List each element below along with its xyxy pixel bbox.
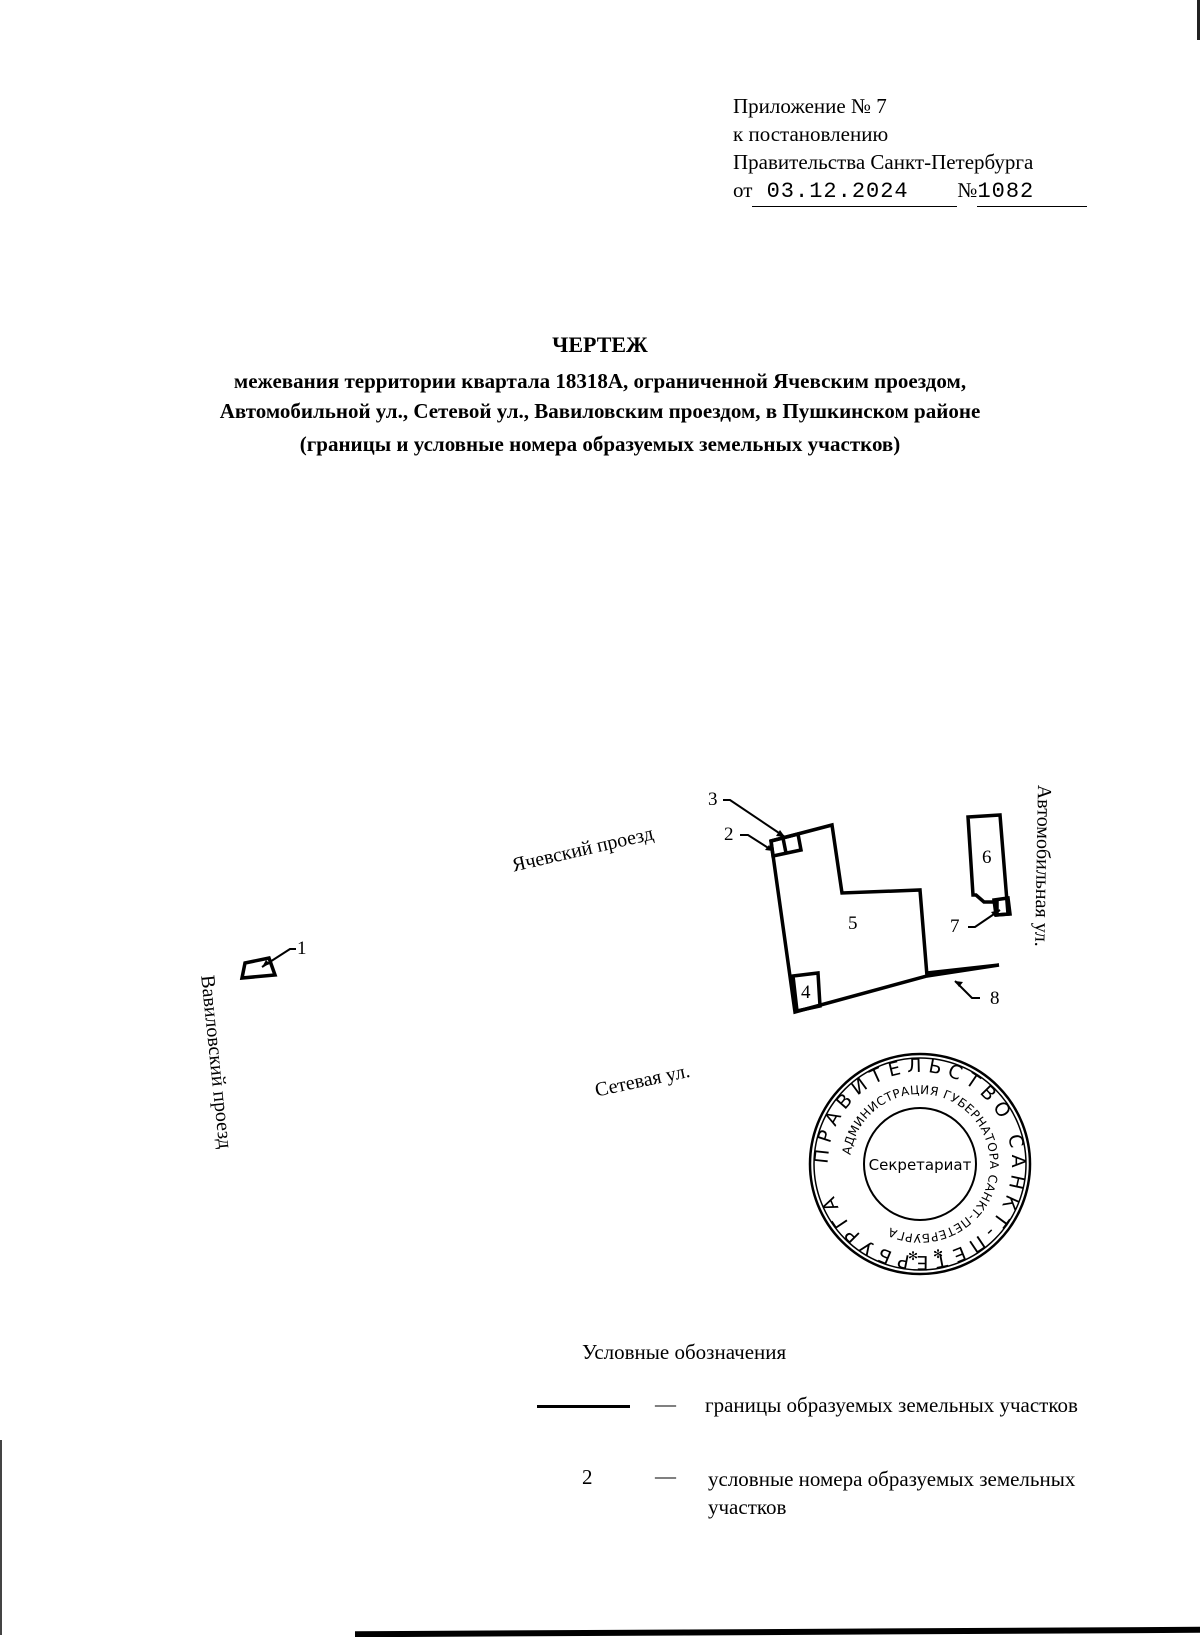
plot-label-8: 8 [990, 988, 1000, 1009]
legend-text-numbers-line1: условные номера образуемых земельных [708, 1467, 1076, 1491]
legend-title: Условные обозначения [582, 1340, 787, 1364]
stamp-star-icon: ✻ [933, 1247, 943, 1261]
plot-1-boundary [239, 955, 278, 980]
plot-1-leader [261, 948, 296, 968]
drawing-subtitle: межевания территории квартала 18318А, ог… [0, 366, 1200, 426]
government-name: Правительства Санкт-Петербурга [733, 150, 1034, 174]
scan-edge-left [0, 1440, 2, 1635]
date-prefix: от [733, 178, 753, 202]
street-label-avtomobilnaya: Автомобильная ул. [1030, 784, 1055, 947]
legend-dash-2: — [655, 1464, 676, 1488]
legend-text-boundaries: границы образуемых земельных участков [705, 1393, 1078, 1417]
date-number-line: от 03.12.2024 №1082 [733, 176, 1088, 207]
subtitle-line-1: межевания территории квартала 18318А, ог… [233, 369, 967, 393]
plot-label-6: 6 [982, 847, 992, 868]
appendix-header: Приложение № 7 к постановлению Правитель… [733, 92, 1088, 207]
resolution-date: 03.12.2024 [766, 179, 909, 204]
plot-8-boundary [926, 963, 1000, 978]
drawing-title: ЧЕРТЕЖ [552, 332, 648, 357]
plot-label-2: 2 [724, 824, 734, 845]
legend-line-symbol [537, 1405, 630, 1408]
official-stamp: ПРАВИТЕЛЬСТВО САНКТ-ПЕТЕРБУРГА АДМИНИСТР… [808, 1052, 1032, 1276]
drawing-caption: (границы и условные номера образуемых зе… [299, 432, 901, 456]
stamp-star-icon: ✻ [908, 1249, 918, 1263]
plot-2-leader [740, 834, 774, 852]
plot-7-boundary [992, 896, 1012, 917]
subtitle-line-2: Автомобильной ул., Сетевой ул., Вавиловс… [219, 399, 981, 423]
plot-4-boundary [791, 971, 822, 1014]
plot-6-boundary [966, 813, 1010, 917]
plot-label-5: 5 [848, 913, 858, 934]
plot-8-leader [954, 980, 980, 999]
plot-label-3: 3 [708, 789, 718, 810]
legend-number-symbol: 2 [582, 1465, 593, 1489]
plot-5-boundary [769, 822, 929, 1015]
plot-7-leader [968, 909, 1001, 928]
legend-text-numbers: условные номера образуемых земельных уча… [708, 1465, 1075, 1521]
scan-edge-right [1197, 0, 1200, 40]
resolution-number: 1082 [977, 179, 1035, 204]
appendix-number: Приложение № 7 [733, 94, 887, 118]
stamp-center-text: Секретариат [869, 1156, 972, 1174]
plot-label-7: 7 [950, 916, 960, 937]
resolution-date-field: 03.12.2024 [752, 178, 958, 207]
plot-3-leader [723, 799, 786, 838]
plot-label-1: 1 [297, 938, 307, 959]
number-prefix: № [957, 178, 978, 202]
plot-2-3-divider [781, 837, 788, 854]
to-resolution: к постановлению [733, 122, 889, 146]
resolution-number-field: 1082 [977, 178, 1088, 207]
legend-dash-1: — [655, 1392, 676, 1416]
legend-text-numbers-line2: участков [708, 1495, 787, 1519]
plot-label-4: 4 [801, 982, 811, 1003]
